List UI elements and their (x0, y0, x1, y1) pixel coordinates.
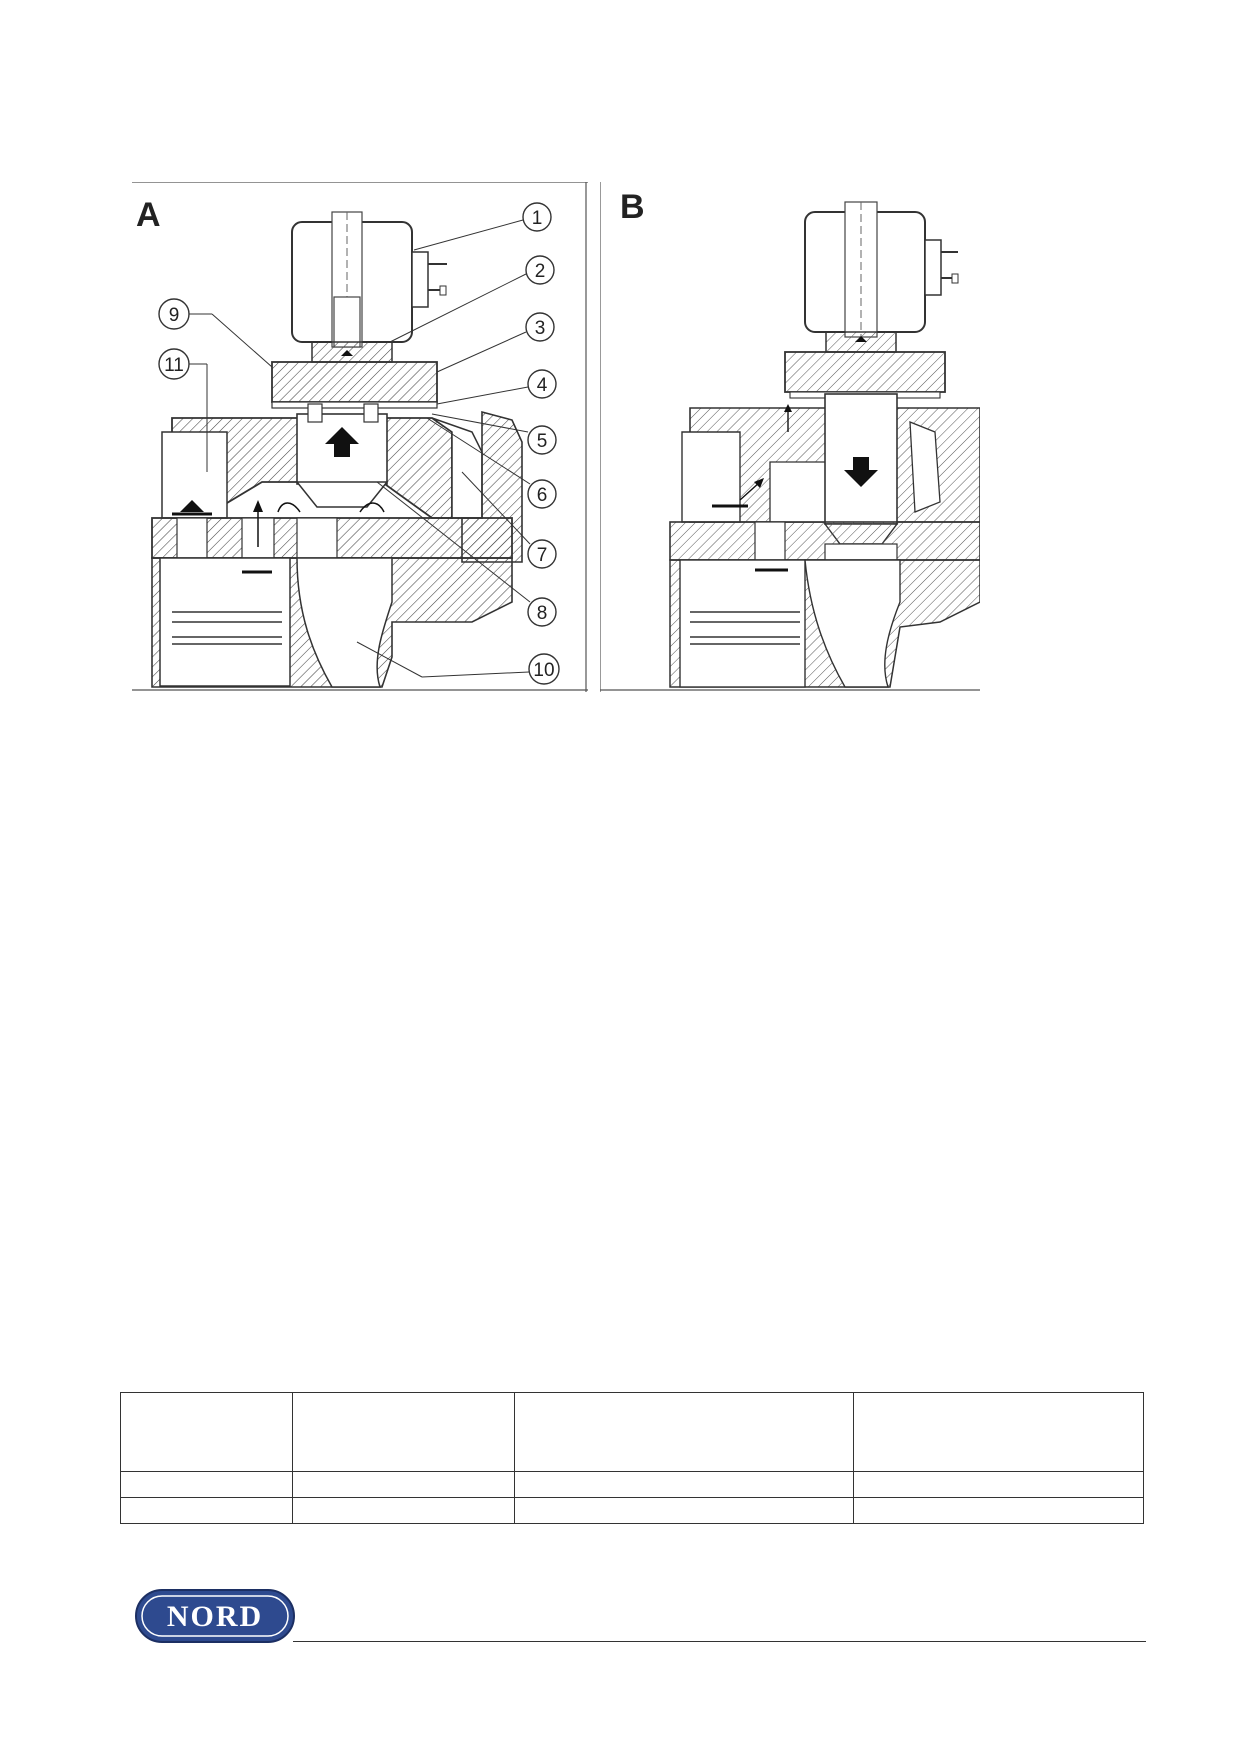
panel-label-a: A (136, 196, 161, 234)
svg-text:1: 1 (532, 208, 543, 229)
callout-7: 7 (461, 471, 557, 569)
table-header-row (120, 1392, 1144, 1472)
outlet-port (296, 557, 393, 688)
coil-connector (924, 239, 942, 296)
svg-text:8: 8 (537, 603, 548, 624)
table-cell (292, 1497, 515, 1524)
callout-6: 6 (426, 417, 557, 509)
callout-5: 5 (431, 413, 557, 455)
logo-badge (135, 1589, 295, 1643)
callout-8: 8 (376, 481, 557, 627)
callout-4: 4 (436, 369, 557, 405)
coil-connector (411, 251, 429, 308)
svg-text:3: 3 (535, 318, 546, 339)
table-cell (853, 1497, 1144, 1524)
table-cell (120, 1471, 293, 1498)
outlet-port (804, 559, 901, 688)
table-cell (853, 1392, 1144, 1472)
flow-arrow-down-icon (844, 457, 878, 487)
svg-text:10: 10 (533, 660, 554, 681)
svg-text:11: 11 (164, 355, 184, 376)
figure-panel-a: A (132, 182, 588, 692)
callout-9: 9 (158, 298, 273, 368)
flow-arrow-up-icon (325, 427, 359, 457)
svg-text:9: 9 (169, 305, 180, 326)
panel-label-b: B (620, 188, 645, 226)
callout-2: 2 (389, 255, 555, 343)
spec-table (120, 1392, 1144, 1524)
nord-logo: NORD (134, 1588, 296, 1644)
logo-wordmark: NORD (167, 1600, 263, 1633)
svg-text:2: 2 (535, 261, 546, 282)
inlet-arrow-icon (180, 500, 204, 512)
table-cell (120, 1392, 293, 1472)
svg-text:5: 5 (537, 431, 548, 452)
table-row (120, 1471, 1144, 1498)
footer-rule (293, 1641, 1146, 1642)
figure-panel-b: B (600, 182, 980, 692)
bonnet (271, 361, 438, 403)
callout-1: 1 (413, 202, 552, 251)
valve-section-drawing-b: B (600, 182, 980, 692)
bonnet (784, 351, 946, 393)
table-cell (514, 1392, 854, 1472)
callout-10: 10 (356, 641, 560, 685)
svg-text:7: 7 (537, 545, 548, 566)
svg-text:4: 4 (537, 375, 548, 396)
valve-section-drawing-a: A (132, 182, 588, 692)
table-cell (292, 1471, 515, 1498)
callout-3: 3 (436, 312, 555, 373)
table-cell (514, 1497, 854, 1524)
table-cell (514, 1471, 854, 1498)
table-row (120, 1497, 1144, 1524)
table-cell (292, 1392, 515, 1472)
table-cell (120, 1497, 293, 1524)
callout-11: 11 (158, 348, 208, 472)
svg-text:6: 6 (537, 485, 548, 506)
table-cell (853, 1471, 1144, 1498)
